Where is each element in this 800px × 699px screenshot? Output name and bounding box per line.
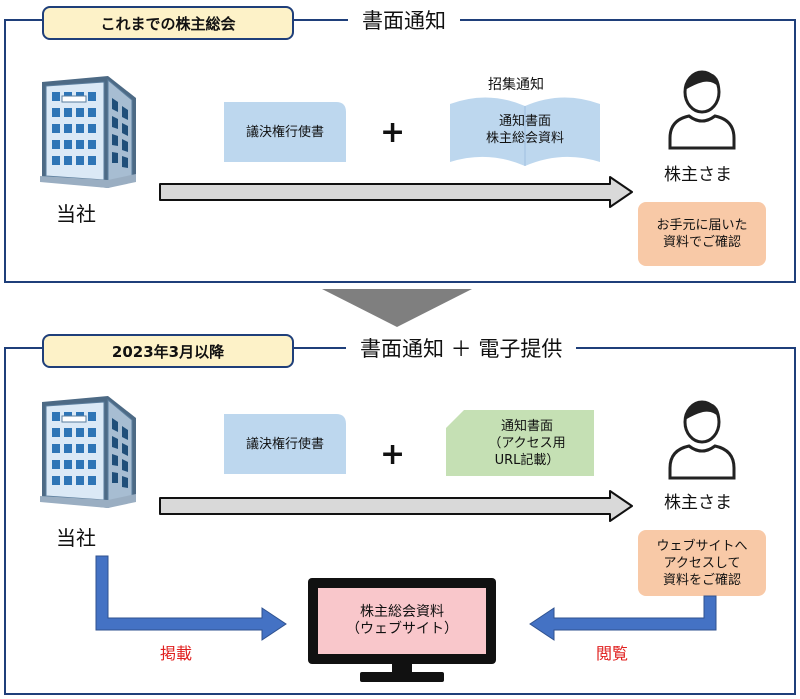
monitor-screen-text: 株主総会資料 （ウェブサイト） <box>346 604 458 637</box>
down-arrow-icon <box>322 289 472 327</box>
shareholder-label: 株主さま <box>664 165 732 185</box>
monitor-icon <box>308 578 496 682</box>
voting-form-doc: 議決権行使書 <box>245 124 324 140</box>
voting-form-doc: 議決権行使書 <box>245 436 324 452</box>
person-icon <box>668 70 736 150</box>
open-book-icon <box>450 97 600 166</box>
shareholder-label: 株主さま <box>664 493 732 513</box>
plus-sign: + <box>380 115 406 150</box>
building-icon <box>40 396 136 508</box>
shareholder-note: お手元に届いた 資料でご確認 <box>638 202 766 266</box>
voting-form-doc-shape <box>224 102 346 162</box>
person-icon <box>668 400 736 480</box>
view-label: 閲覧 <box>596 644 629 663</box>
bottom-section-heading: 書面通知 ＋ 電子提供 <box>346 334 577 364</box>
view-arrow <box>529 595 717 641</box>
company-label: 当社 <box>56 526 96 550</box>
notice-doc: 通知書面 （アクセス用 URL記載） <box>488 418 566 468</box>
post-arrow <box>95 555 287 641</box>
plus-sign: + <box>380 437 406 472</box>
company-label: 当社 <box>56 202 96 226</box>
building-icon <box>40 76 136 188</box>
post-label: 掲載 <box>160 644 193 663</box>
voting-form-doc-shape <box>224 414 346 474</box>
notice-doc-shape <box>446 410 594 476</box>
flow-arrow <box>159 176 633 208</box>
top-section-heading: 書面通知 <box>348 6 460 36</box>
shareholder-note: ウェブサイトへ アクセスして 資料をご確認 <box>638 530 766 596</box>
bottom-section-tag: 2023年3月以降 <box>42 334 294 368</box>
book-caption: 招集通知 <box>488 77 544 93</box>
book-text: 通知書面 株主総会資料 <box>485 114 564 146</box>
flow-arrow <box>159 490 633 522</box>
top-section-tag: これまでの株主総会 <box>42 6 294 40</box>
